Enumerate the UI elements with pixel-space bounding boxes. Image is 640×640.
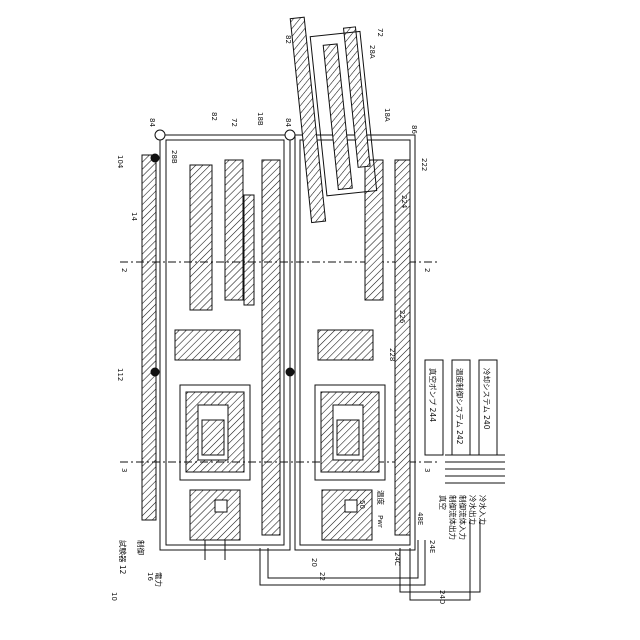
label-14: 14 <box>130 212 138 221</box>
label-104: 104 <box>116 155 124 169</box>
label-2b: 2 <box>423 268 431 272</box>
line-seigyo-out: 制御流体出力 <box>448 495 458 540</box>
label-222: 222 <box>420 158 428 171</box>
label-seigyo: 制御 <box>136 540 146 555</box>
label-16: 16 <box>146 572 154 581</box>
label-20: 20 <box>310 558 318 567</box>
label-82b: 82 <box>210 112 218 121</box>
lid-plate-82 <box>290 17 325 222</box>
label-50: 50 <box>358 500 366 509</box>
line-seigyo-in: 制御流体入力 <box>458 495 468 540</box>
label-28a: 28A <box>368 45 376 59</box>
label-18b: 18B <box>256 112 264 126</box>
left-assembly <box>120 130 440 560</box>
label-28b: 28B <box>170 150 178 164</box>
label-224: 224 <box>400 195 408 209</box>
sensor-50 <box>215 500 227 512</box>
label-82a: 82 <box>284 35 292 44</box>
line-reisui-out: 冷水出力 <box>468 495 478 525</box>
label-84a: 84 <box>284 118 292 127</box>
label-pwr: Pwr <box>376 515 384 528</box>
plate-30b <box>190 165 212 310</box>
label-24d: 24D <box>438 590 446 604</box>
legend-240: 冷却システム 240 <box>482 368 492 430</box>
legend-242: 温度制御システム 242 <box>455 368 465 445</box>
element-48 <box>202 420 224 455</box>
label-ondo: 温度 <box>376 490 386 505</box>
plate-34-right <box>365 160 383 300</box>
label-226: 226 <box>398 310 406 324</box>
label-48e: 48E <box>416 512 424 525</box>
label-3b: 3 <box>423 468 431 472</box>
label-84b: 84 <box>148 118 156 127</box>
chamber-40 <box>175 330 240 360</box>
sensor-right <box>345 500 357 512</box>
label-228: 228 <box>388 348 396 361</box>
label-22: 22 <box>318 572 326 581</box>
label-10: 10 <box>110 592 118 601</box>
label-86: 86 <box>410 125 418 134</box>
pivot-102 <box>151 154 159 162</box>
label-denryoku: 電力 <box>154 572 164 587</box>
wall-14 <box>142 155 156 520</box>
label-12: 試験器 12 <box>118 540 128 575</box>
pivot-110 <box>151 368 159 376</box>
pivot-108 <box>286 368 294 376</box>
block-48b <box>190 490 240 540</box>
label-24c: 24C <box>393 552 401 566</box>
label-72a: 72 <box>376 28 384 37</box>
label-18a: 18A <box>383 108 391 122</box>
hinge-84b <box>155 130 165 140</box>
chamber-40-right <box>318 330 373 360</box>
legend-244: 真空ポンプ 244 <box>428 368 438 422</box>
label-24e: 24E <box>428 540 436 553</box>
label-3a: 3 <box>120 468 128 472</box>
line-shinku: 真空 <box>438 495 448 510</box>
line-reisui-in: 冷水入力 <box>478 495 488 525</box>
element-right <box>337 420 359 455</box>
block-48b-right <box>322 490 372 540</box>
channel-36 <box>244 195 254 305</box>
plate-34 <box>225 160 243 300</box>
wall-right <box>395 160 410 535</box>
label-72b: 72 <box>230 118 238 127</box>
label-112: 112 <box>116 368 124 381</box>
bottom-wall-left <box>262 160 280 535</box>
hinge-84a <box>285 130 295 140</box>
label-2a: 2 <box>120 268 128 272</box>
